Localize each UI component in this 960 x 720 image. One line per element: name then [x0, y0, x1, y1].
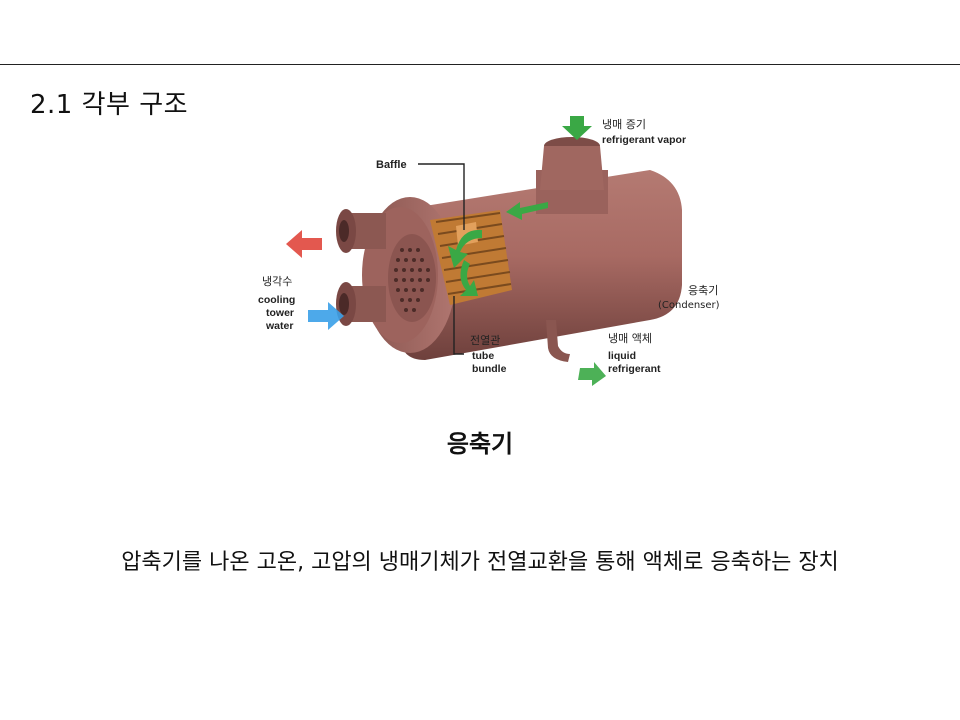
- description-text: 압축기를 나온 고온, 고압의 냉매기체가 전열교환을 통해 액체로 응축하는 …: [121, 550, 839, 575]
- tube-label-ko: 전열관: [470, 334, 500, 347]
- coolant-label-ko: 냉각수: [262, 275, 292, 288]
- baffle-leader: [418, 163, 465, 230]
- vapor-label-ko: 냉매 증기: [602, 118, 646, 131]
- condenser-label-en: (Condenser): [658, 300, 720, 311]
- figure-caption: 응축기: [446, 430, 514, 458]
- liquid-label-ko: 냉매 액체: [608, 332, 652, 345]
- baffle-label: Baffle: [376, 159, 407, 171]
- water-out-arrow: [286, 230, 322, 258]
- tube-label-en-2: bundle: [472, 363, 507, 375]
- coolant-label-en-1: cooling: [258, 294, 295, 306]
- tube-leader: [453, 296, 464, 355]
- slide-title: 2.1 각부 구조: [30, 90, 189, 120]
- tube-sheet: [388, 234, 436, 322]
- water-outlet-flange: [336, 209, 386, 253]
- liquid-label-en-2: refrigerant: [608, 363, 661, 375]
- liquid-outlet-arrow: [578, 362, 606, 386]
- coolant-label-en-3: water: [265, 320, 293, 332]
- liquid-outlet-pipe: [546, 320, 570, 362]
- top-rule: [0, 64, 960, 65]
- liquid-label-en-1: liquid: [608, 350, 636, 362]
- coolant-label-en-2: tower: [266, 307, 294, 319]
- vapor-label-en: refrigerant vapor: [602, 134, 686, 146]
- condenser-label-ko: 응축기: [688, 284, 718, 297]
- vapor-inlet-arrow: [562, 116, 592, 140]
- condenser-diagram: 냉매 증기 refrigerant vapor Baffle 냉각수 cooli…: [258, 116, 720, 386]
- tube-label-en-1: tube: [472, 350, 494, 362]
- refrigerant-flow-arrows: [448, 202, 548, 296]
- water-inlet-flange: [336, 282, 386, 326]
- water-in-arrow: [308, 302, 344, 330]
